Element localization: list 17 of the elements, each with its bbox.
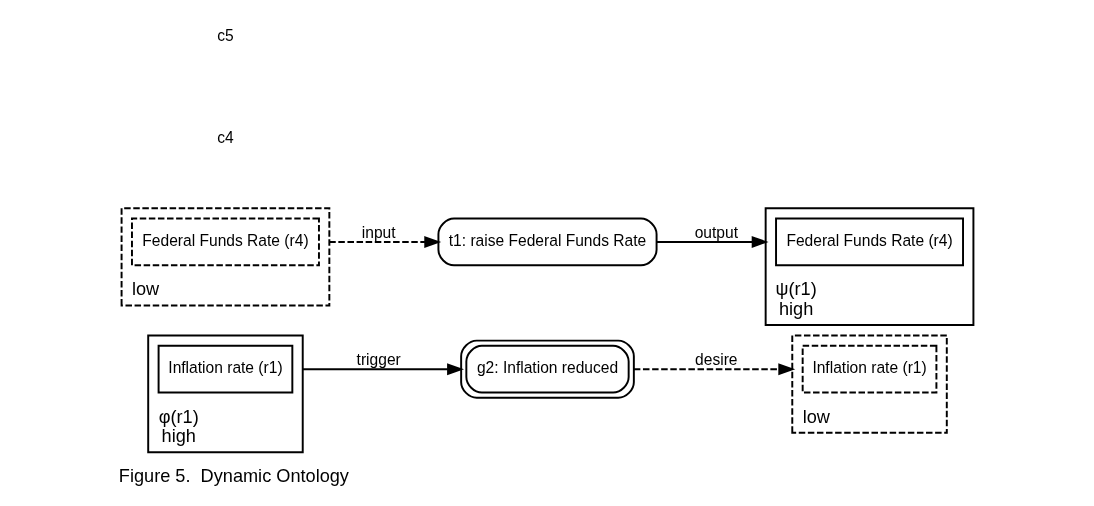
arrow — [632, 363, 795, 376]
arrow — [301, 363, 464, 376]
node-box: g2: Inflation reduced — [459, 339, 635, 399]
node-box: t1: raise Federal Funds Rate — [436, 217, 658, 267]
node-box: Inflation rate (r1) — [157, 344, 293, 394]
node-box: Federal Funds Rate (r4) — [774, 217, 964, 267]
edge-label: desire — [694, 350, 738, 368]
edge-label: input — [361, 223, 396, 241]
node-box: Federal Funds Rate (r4) — [130, 217, 320, 267]
arrow — [327, 236, 441, 248]
node-box: Inflation rate (r1) — [801, 344, 937, 394]
label: c4 — [216, 129, 234, 147]
edge-label: trigger — [356, 350, 401, 368]
label: c5 — [216, 26, 234, 44]
caption: Figure 5. Dynamic Ontology — [118, 466, 349, 487]
arrow — [655, 236, 769, 248]
edge-label: output — [694, 223, 738, 241]
